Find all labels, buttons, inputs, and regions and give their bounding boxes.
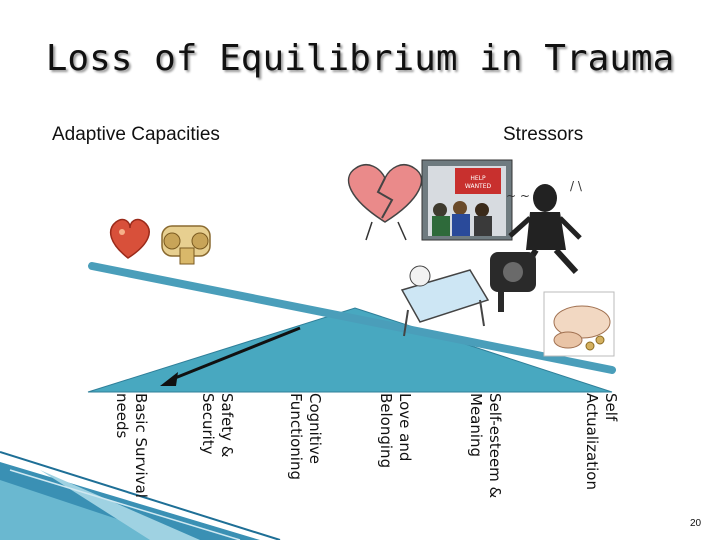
page-title: Loss of Equilibrium in Trauma [45,38,675,79]
level-cognitive-functioning: Cognitive Functioning [287,393,324,480]
decorative-corner-stripes [0,451,281,540]
heart-clipart [109,218,150,259]
stressors-heading: Stressors [503,124,584,145]
phone-clipart [490,252,536,312]
level-self-esteem: Self-esteem & Meaning [467,393,504,499]
level-basic-survival: Basic Survival needs [113,393,150,498]
level-love-belonging: Love and Belonging [377,393,414,469]
broken-piggy-bank-clipart [543,291,615,357]
pyramid-triangle [87,307,613,393]
svg-text:HELP: HELP [470,175,486,182]
broken-heart-clipart [347,164,423,241]
svg-text:~ ~: ~ ~ [506,189,530,203]
down-arrow [160,326,301,386]
level-self-actualization: Self Actualization [583,393,620,490]
svg-text:/ \: / \ [570,179,583,193]
level-safety-security: Safety & Security [199,393,236,458]
page-number: 20 [690,518,702,529]
safe-clipart [161,225,211,265]
balance-beam [88,262,616,374]
hospital-bed-clipart [400,265,490,337]
adaptive-capacities-heading: Adaptive Capacities [52,124,220,145]
svg-text:WANTED: WANTED [465,183,492,190]
help-wanted-clipart: HELP WANTED [421,159,513,241]
